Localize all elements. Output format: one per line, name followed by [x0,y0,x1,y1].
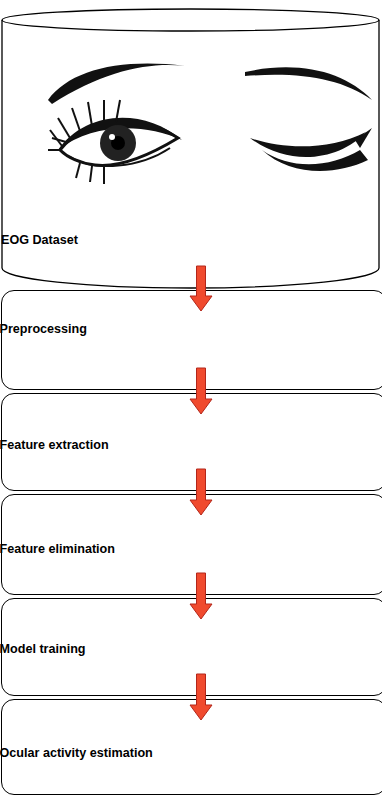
node-label: EOG Dataset [1,233,78,247]
node-label: Feature elimination [0,542,115,556]
node-label: Preprocessing [0,322,87,336]
flow-arrow [190,266,212,311]
process-box: Feature elimination [1,494,382,595]
dataset-cylinder: EOG Dataset [1,8,380,288]
flow-arrow [190,469,212,515]
node-label: Feature extraction [0,438,109,452]
flow-arrow [190,674,212,720]
process-box: Model training [1,598,382,696]
process-box: Ocular activity estimation [1,699,382,795]
flow-arrow [190,573,212,619]
process-box: Preprocessing [1,290,382,390]
flow-arrow [190,368,212,414]
node-label: Ocular activity estimation [0,746,153,760]
process-box: Feature extraction [1,393,382,491]
node-label: Model training [0,642,86,656]
